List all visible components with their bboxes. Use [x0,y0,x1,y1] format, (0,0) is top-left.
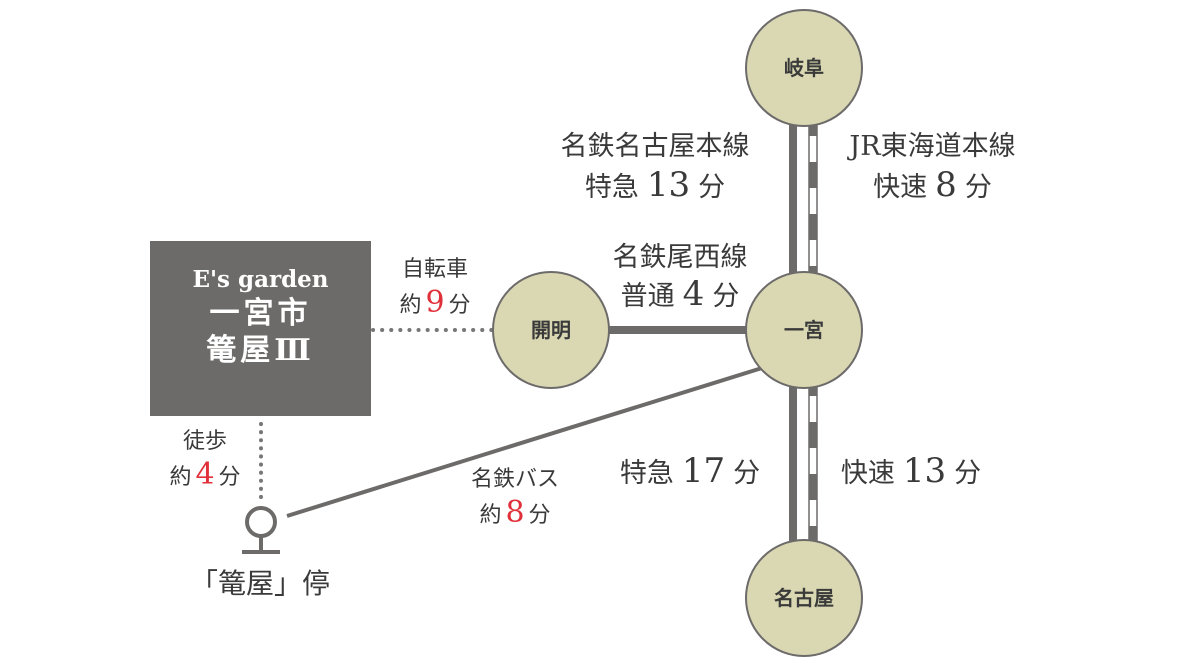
walk-prefix: 約 [169,464,192,490]
bus-mode: 名鉄バス [470,467,559,492]
property-box [150,241,371,416]
meitetsu-south-unit: 分 [733,458,761,489]
station-gifu[interactable] [745,9,863,127]
walk-minutes: 4 [195,456,215,492]
property-label: E's garden 一宮市 篭屋Ⅲ [150,266,371,370]
bisai-minutes: 4 [682,274,705,315]
bicycle-minutes: 9 [425,284,445,320]
bisai-line-name: 名鉄尾西線 [612,242,748,273]
bicycle-prefix: 約 [399,292,422,318]
station-label-gifu: 岐阜 [784,56,824,80]
bicycle-mode: 自転車 [401,257,468,282]
jr-south-service: 快速 [840,458,895,489]
station-label-nagoya: 名古屋 [774,586,834,610]
jr-north-service: 快速 [873,171,928,203]
meitetsu-north-unit: 分 [698,171,726,203]
bus-line [286,366,763,518]
meitetsu-north-minutes: 13 [646,164,691,205]
bus-stop-icon [242,506,280,554]
walk-mode: 徒歩 [182,429,227,454]
bicycle-unit: 分 [448,292,471,318]
jr-north-line-name: JR東海道本線 [849,131,1016,162]
meitetsu-south-minutes: 17 [681,451,726,491]
station-label-ichinomiya: 一宮 [784,318,824,342]
bus-prefix: 約 [479,502,502,528]
meitetsu-north-line-name: 名鉄名古屋本線 [560,131,750,162]
jr-south-unit: 分 [954,458,982,489]
station-kaimei[interactable] [492,271,610,389]
property-city: 一宮市 [209,295,312,331]
property-name: 篭屋Ⅲ [206,333,315,369]
jr-north-unit: 分 [964,171,992,203]
station-ichinomiya[interactable] [745,271,863,389]
meitetsu-north-service: 特急 [584,171,639,203]
station-label-kaimei: 開明 [531,318,571,342]
bisai-unit: 分 [712,281,740,313]
jr-north-minutes: 8 [935,164,957,205]
bus-stop-label: 「篭屋」停 [189,567,330,600]
property-brand: E's garden [192,266,329,293]
bus-minutes: 8 [505,494,525,530]
bisai-line [605,326,750,334]
meitetsu-south-service: 特急 [619,458,674,489]
jr-south-minutes: 13 [902,451,947,491]
station-nagoya[interactable] [745,539,863,657]
bisai-service: 普通 [620,281,675,313]
walk-unit: 分 [218,464,241,490]
bus-unit: 分 [528,502,551,528]
